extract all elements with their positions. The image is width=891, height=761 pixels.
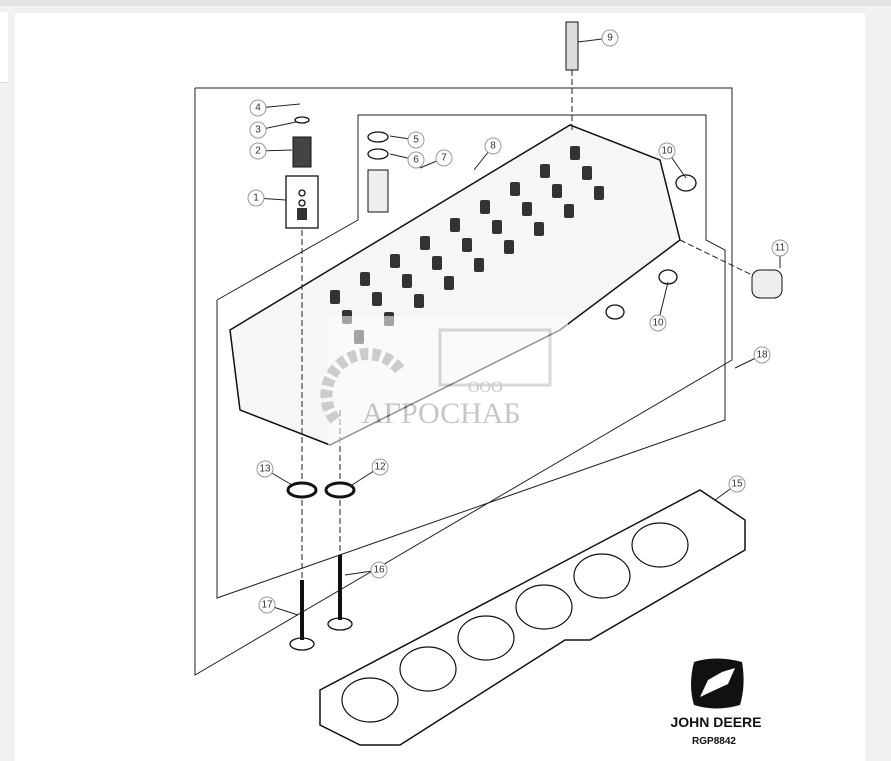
seal — [286, 481, 318, 499]
valve-spring — [330, 290, 340, 304]
valve-spring — [522, 202, 532, 216]
seal — [324, 481, 356, 499]
callout-11: 11 — [771, 239, 789, 268]
svg-text:6: 6 — [413, 155, 419, 166]
svg-text:13: 13 — [259, 464, 271, 475]
callout-10: 10 — [658, 142, 687, 179]
valve-spring — [552, 184, 562, 198]
svg-text:17: 17 — [261, 600, 273, 611]
valve-spring — [594, 186, 604, 200]
valve-spring — [414, 294, 424, 308]
callout-2: 2 — [249, 142, 293, 160]
callout-12: 12 — [351, 458, 389, 486]
brand-name: JOHN DEERE — [670, 714, 761, 730]
svg-text:8: 8 — [490, 141, 496, 152]
valve-spring — [432, 256, 442, 270]
sleeve — [751, 269, 783, 299]
svg-text:16: 16 — [373, 565, 385, 576]
svg-text:4: 4 — [255, 103, 261, 114]
injector-parts — [367, 21, 579, 213]
callout-1: 1 — [247, 189, 287, 207]
valve-spring — [444, 276, 454, 290]
cylinder-bore — [457, 615, 515, 661]
watermark-logo: ООО АГРОСНАБ — [320, 316, 568, 446]
callout-5: 5 — [389, 131, 425, 149]
svg-text:12: 12 — [374, 462, 386, 473]
callout-17: 17 — [258, 596, 299, 616]
valve-spring — [504, 240, 514, 254]
cylinder-bore — [399, 646, 457, 692]
cylinder-bore — [515, 584, 573, 630]
valve-spring — [360, 272, 370, 286]
svg-text:7: 7 — [441, 153, 447, 164]
valve-spring — [480, 200, 490, 214]
valve-spring — [582, 166, 592, 180]
valve-spring — [402, 274, 412, 288]
callout-4: 4 — [249, 99, 301, 117]
valve-spring — [570, 146, 580, 160]
plug — [675, 174, 697, 192]
cylinder-bore — [341, 677, 399, 723]
valves — [289, 555, 353, 651]
callout-7: 7 — [419, 149, 453, 169]
valve-spring — [462, 238, 472, 252]
valve-spring — [372, 292, 382, 306]
head-gasket — [319, 489, 746, 746]
top-bar — [0, 0, 891, 6]
svg-text:9: 9 — [607, 33, 613, 44]
valve-spring — [564, 204, 574, 218]
svg-text:10: 10 — [652, 318, 664, 329]
valve-spring — [390, 254, 400, 268]
cylinder-bore — [573, 553, 631, 599]
valve-spring — [492, 220, 502, 234]
svg-text:10: 10 — [661, 146, 673, 157]
watermark-prefix: ООО — [468, 379, 503, 396]
callout-15: 15 — [714, 475, 746, 501]
valve-spring — [450, 218, 460, 232]
svg-text:5: 5 — [413, 135, 419, 146]
callout-8: 8 — [473, 137, 502, 171]
svg-text:2: 2 — [255, 146, 261, 157]
outer-frame — [194, 87, 733, 676]
figure-code: RGP8842 — [692, 736, 736, 747]
valve-spring — [420, 236, 430, 250]
callout-18: 18 — [734, 346, 771, 369]
callout-10: 10 — [649, 281, 669, 332]
svg-text:11: 11 — [775, 243, 786, 254]
callout-6: 6 — [389, 151, 425, 169]
svg-text:3: 3 — [255, 125, 261, 136]
valve-spring — [540, 164, 550, 178]
valve-spring — [534, 222, 544, 236]
valve-spring — [474, 258, 484, 272]
john-deere-logo: JOHN DEERE RGP8842 — [670, 658, 762, 747]
svg-text:15: 15 — [731, 479, 743, 490]
callout-13: 13 — [256, 460, 293, 486]
watermark-name: АГРОСНАБ — [362, 397, 521, 430]
callout-16: 16 — [344, 561, 388, 579]
cylinder-bore — [631, 522, 689, 568]
valve-spring — [510, 182, 520, 196]
callout-3: 3 — [249, 121, 297, 139]
callout-9: 9 — [577, 29, 619, 47]
inner-frame — [216, 114, 726, 599]
side-panel — [0, 12, 8, 83]
svg-text:1: 1 — [253, 193, 259, 204]
svg-text:18: 18 — [756, 350, 768, 361]
